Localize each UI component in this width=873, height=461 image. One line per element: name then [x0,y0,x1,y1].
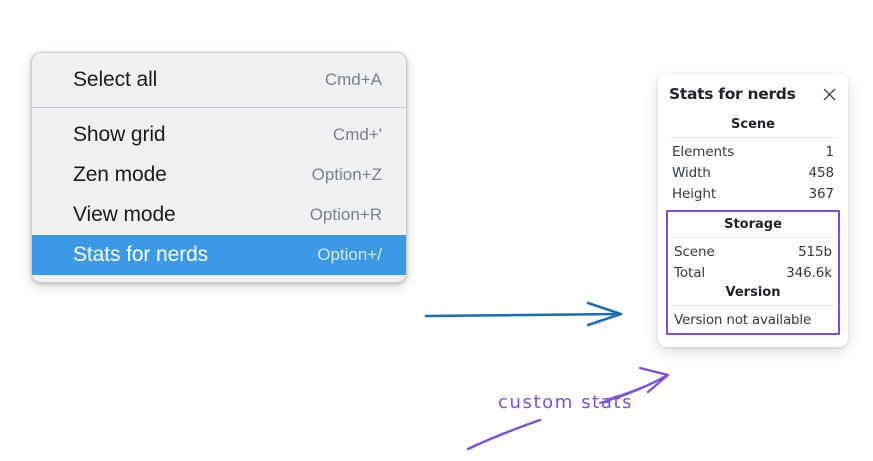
stat-value: 458 [808,164,835,181]
stat-key: Width [672,164,711,181]
context-menu-group-1: Select all Cmd+A [32,53,406,108]
context-menu-group-2: Show grid Cmd+' Zen mode Option+Z View m… [32,108,406,282]
stat-row: Elements 1 [669,141,837,162]
blue-arrow-annotation [424,301,623,327]
divider [670,137,836,138]
purple-underline-annotation [466,418,542,451]
menu-item-show-grid[interactable]: Show grid Cmd+' [32,115,406,155]
menu-item-shortcut: Option+/ [317,245,382,264]
stat-key: Scene [674,243,715,260]
menu-item-shortcut: Cmd+A [324,70,382,89]
handwritten-annotation-label: custom stats [498,392,634,413]
menu-item-shortcut: Option+Z [311,165,382,184]
section-version: Version Version not available [671,283,835,329]
menu-item-label: Select all [73,68,158,91]
menu-item-shortcut: Option+R [309,205,382,224]
stat-key: Elements [672,143,735,160]
section-storage: Storage Scene 515b Total 346.6k [671,215,835,283]
stat-row: Width 458 [669,162,837,183]
stats-for-nerds-panel: Stats for nerds Scene Elements 1 Width 4… [658,74,848,347]
menu-item-zen-mode[interactable]: Zen mode Option+Z [32,155,406,195]
stat-key: Height [672,185,717,202]
version-note: Version not available [674,312,812,328]
divider [672,305,834,306]
stat-key: Total [674,264,706,281]
menu-item-label: View mode [73,203,176,226]
stat-row: Total 346.6k [671,262,835,283]
context-menu[interactable]: Select all Cmd+A Show grid Cmd+' Zen mod… [31,52,407,283]
section-heading-scene: Scene [731,117,775,132]
stat-value: 1 [825,143,835,160]
menu-item-stats-for-nerds[interactable]: Stats for nerds Option+/ [32,235,406,275]
menu-item-shortcut: Cmd+' [332,125,382,144]
stat-row: Scene 515b [671,241,835,262]
menu-item-label: Show grid [73,123,166,146]
menu-item-view-mode[interactable]: View mode Option+R [32,195,406,235]
stat-value: 367 [808,185,835,202]
panel-title: Stats for nerds [669,85,796,103]
stat-value: 346.6k [786,264,832,281]
custom-stats-highlight-box: Storage Scene 515b Total 346.6k Version … [666,210,840,335]
section-scene: Scene Elements 1 Width 458 Height 367 [669,115,837,204]
panel-header: Stats for nerds [669,85,837,103]
stat-value: 515b [798,243,832,260]
stat-row: Height 367 [669,183,837,204]
menu-item-select-all[interactable]: Select all Cmd+A [32,60,406,100]
divider [672,237,834,238]
close-icon[interactable] [822,87,837,102]
section-heading-version: Version [725,285,781,300]
section-heading-storage: Storage [724,217,782,232]
menu-item-label: Stats for nerds [73,243,209,266]
menu-item-label: Zen mode [73,163,167,186]
